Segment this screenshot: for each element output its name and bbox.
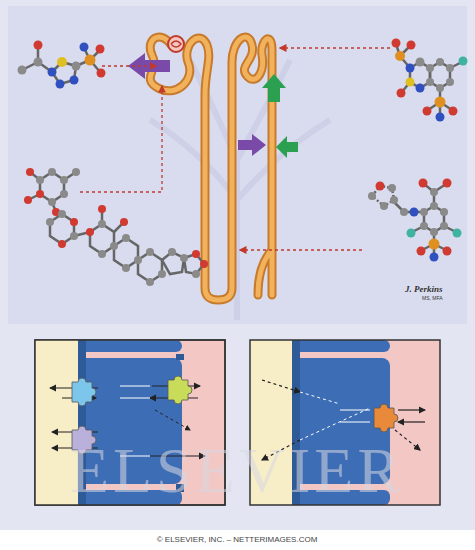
- glomerulus: [168, 36, 184, 52]
- footer-band: [0, 530, 475, 550]
- molecule: [368, 179, 462, 262]
- background: [0, 0, 475, 530]
- drug-target-arrow: [80, 48, 390, 250]
- green-arrow: [262, 74, 286, 102]
- purple-arrow: [238, 134, 266, 156]
- watermark: ELSEVIER: [70, 436, 404, 506]
- molecule: [24, 168, 208, 286]
- copyright-notice: © ELSEVIER, INC. – NETTERIMAGES.COM: [157, 536, 318, 545]
- molecule: [392, 39, 468, 122]
- tree-watermark: [150, 60, 330, 320]
- nephron: [150, 37, 272, 300]
- green-arrow: [276, 136, 298, 158]
- artist-credentials: MS, MFA: [422, 296, 443, 302]
- top-panel: [8, 6, 467, 324]
- molecule: [18, 41, 106, 89]
- artist-signature: J. Perkins: [405, 285, 443, 295]
